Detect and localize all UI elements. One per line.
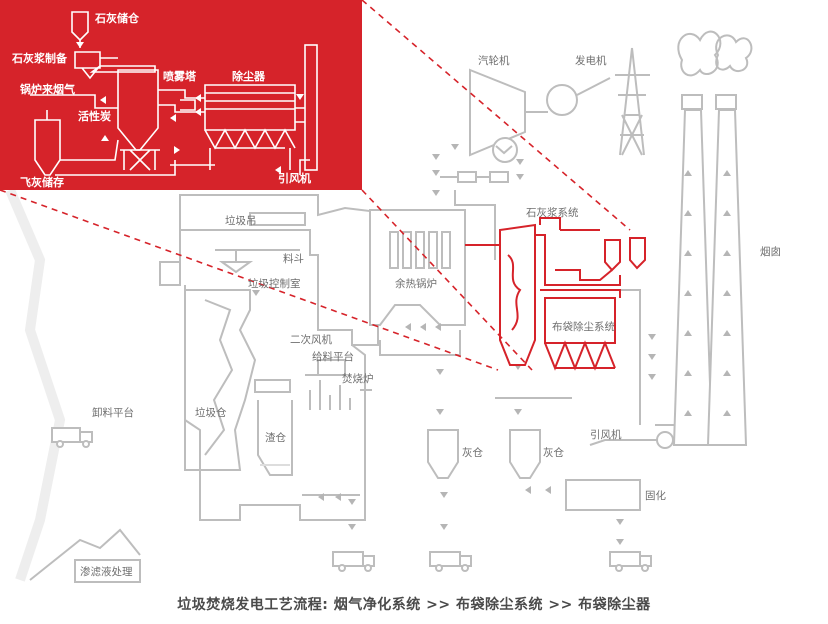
label-slag-bin: 渣仓 xyxy=(265,431,286,444)
condenser-icon xyxy=(492,137,518,163)
inset-label-induced-fan: 引风机 xyxy=(278,171,311,185)
red-lime-tank-2 xyxy=(629,237,646,270)
ash-bin-2 xyxy=(509,429,541,479)
plant-building xyxy=(179,194,379,346)
truck-icon-1 xyxy=(51,427,93,448)
truck-icon-2 xyxy=(332,551,375,572)
inset-label-activated-carbon: 活性炭 xyxy=(78,109,111,123)
waste-pit xyxy=(184,289,257,471)
label-waste-pit: 垃圾仓 xyxy=(195,406,227,419)
inset-lime-silo xyxy=(71,11,89,42)
label-generator: 发电机 xyxy=(575,54,607,67)
label-waste-heat-boiler: 余热锅炉 xyxy=(395,277,437,290)
highlighted-bag-filter-system xyxy=(465,217,646,371)
inset-label-lime-silo: 石灰储仓 xyxy=(94,11,140,25)
chimney-left xyxy=(672,109,714,446)
solidification-unit xyxy=(565,479,641,511)
inset-fly-ash-silo xyxy=(34,119,61,176)
label-turbine: 汽轮机 xyxy=(478,54,510,67)
slag-bin xyxy=(257,400,293,476)
inset-label-lime-slurry: 石灰浆制备 xyxy=(11,51,68,65)
label-bag-filter-system: 布袋除尘系统 xyxy=(552,320,615,333)
process-diagram: 石灰储仓 石灰浆制备 锅炉来烟气 喷雾塔 除尘器 活性炭 飞灰储存 引风机 汽轮… xyxy=(0,0,781,583)
label-secondary-fan: 二次风机 xyxy=(290,333,332,346)
inset-label-dust-collector: 除尘器 xyxy=(232,69,266,83)
steam-turbine xyxy=(469,68,526,157)
smoke-left xyxy=(677,30,722,77)
inset-label-fly-ash: 飞灰储存 xyxy=(20,175,64,189)
leachate-tank xyxy=(74,559,141,583)
inset-label-spray-tower: 喷雾塔 xyxy=(163,69,197,83)
label-ash-bin-1: 灰仓 xyxy=(462,446,483,459)
label-incinerator: 焚烧炉 xyxy=(342,372,374,385)
label-chimney: 烟囱 xyxy=(760,245,781,258)
inset-dust-collector xyxy=(204,84,296,131)
smoke-right xyxy=(715,34,753,73)
label-lime-slurry-system: 石灰浆系统 xyxy=(526,206,579,219)
callout-line-top xyxy=(361,0,631,231)
ash-bin-1 xyxy=(427,429,459,479)
induced-fan-icon xyxy=(656,431,674,449)
generator-icon xyxy=(546,84,578,116)
chimney-right xyxy=(706,109,748,446)
truck-icon-3 xyxy=(429,551,472,572)
label-waste-crane: 垃圾吊 xyxy=(225,214,257,227)
label-ash-bin-2: 灰仓 xyxy=(543,446,564,459)
inset-label-boiler-gas: 锅炉来烟气 xyxy=(20,82,75,96)
callout-line-bottom xyxy=(361,189,533,371)
main-diagram xyxy=(5,30,753,583)
inset-panel xyxy=(0,0,362,190)
label-feeding-platform: 给料平台 xyxy=(312,350,354,363)
callout-line-left xyxy=(0,189,499,371)
truck-icon-4 xyxy=(609,551,652,572)
label-control-room: 垃圾控制室 xyxy=(248,277,301,290)
label-leachate: 渗滤液处理 xyxy=(80,565,133,578)
red-lime-tank-1 xyxy=(604,239,621,272)
label-solidification: 固化 xyxy=(645,489,666,502)
label-hopper: 料斗 xyxy=(283,252,304,265)
transmission-tower-icon xyxy=(615,47,650,156)
label-unloading-platform: 卸料平台 xyxy=(92,406,134,419)
figure-caption: 垃圾焚烧发电工艺流程: 烟气净化系统 >> 布袋除尘系统 >> 布袋除尘器 xyxy=(177,597,651,613)
label-induced-fan: 引风机 xyxy=(590,428,622,441)
red-bag-filter-body xyxy=(544,297,616,344)
